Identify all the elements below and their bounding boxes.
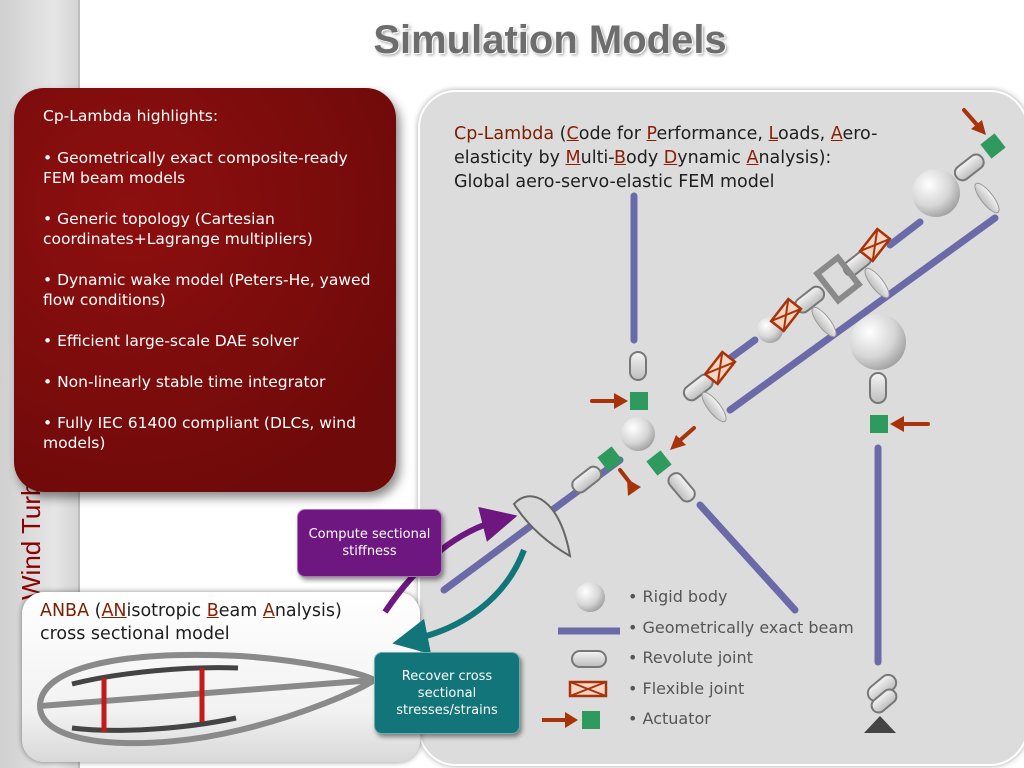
legend-label-revolute: • Revolute joint xyxy=(628,648,753,667)
highlight-bullet: • Geometrically exact composite-ready FE… xyxy=(43,149,348,187)
highlight-bullet: • Efficient large-scale DAE solver xyxy=(43,332,299,350)
blade-disc-1 xyxy=(701,391,727,423)
revolute-joint-lower xyxy=(667,472,696,503)
legend-icons xyxy=(542,582,620,729)
blade-disc-2 xyxy=(811,306,837,338)
revolute-joint-icon xyxy=(571,650,607,668)
diag-beam-down xyxy=(696,501,799,614)
legend-label-beam: • Geometrically exact beam xyxy=(628,618,854,637)
actuator-top xyxy=(980,133,1006,159)
highlight-bullet: • Dynamic wake model (Peters-He, yawed f… xyxy=(43,271,371,309)
legend-label-rigid-body: • Rigid body xyxy=(628,587,728,606)
nacelle-sphere xyxy=(850,314,906,370)
page-title: Simulation Models xyxy=(373,18,727,62)
actuator-shaft xyxy=(597,446,623,472)
recover-arrow xyxy=(392,548,527,655)
mechanism xyxy=(512,108,1006,733)
ground-support xyxy=(864,673,898,733)
blade-beam-lower xyxy=(726,214,999,414)
revolute-joint-blade-4 xyxy=(953,153,985,182)
revolute-joint-right xyxy=(869,372,887,404)
flexible-joint-icon xyxy=(769,297,803,333)
highlights-heading: Cp-Lambda highlights: xyxy=(43,107,219,125)
actuator-icon xyxy=(542,711,600,729)
revolute-joint-shaft xyxy=(571,465,603,494)
legend-label-actuator: • Actuator xyxy=(628,709,711,728)
highlight-bullet: • Non-linearly stable time integrator xyxy=(43,373,326,391)
blade-sphere-top xyxy=(912,169,960,217)
flexible-joint-icon xyxy=(858,227,892,263)
flexible-joint-icon xyxy=(568,680,608,698)
cp-lambda-title: Cp-Lambda (Code for Performance, Loads, … xyxy=(454,124,878,192)
highlights-box: Cp-Lambda highlights: • Geometrically ex… xyxy=(14,88,396,492)
revolute-joint-tower xyxy=(629,351,647,381)
actuator-tower xyxy=(630,392,648,410)
rotor-disc xyxy=(512,495,572,558)
pitch-bearing xyxy=(813,253,863,305)
highlight-bullet: • Fully IEC 61400 compliant (DLCs, wind … xyxy=(43,414,356,452)
airfoil-section xyxy=(36,651,385,747)
actuator-right xyxy=(870,415,888,433)
actuator-hub xyxy=(646,450,672,476)
compute-stiffness-callout: Compute sectional stiffness xyxy=(297,509,442,577)
ground-triangle-icon xyxy=(864,716,896,733)
flexible-joint-icon xyxy=(703,350,737,386)
blade-disc-3 xyxy=(864,267,890,299)
legend-label-flexible: • Flexible joint xyxy=(628,679,745,698)
highlight-bullet: • Generic topology (Cartesian coordinate… xyxy=(43,210,313,248)
hub-sphere xyxy=(621,417,655,451)
actuator-arrows xyxy=(590,108,986,496)
blade-beam-upper-2 xyxy=(886,218,924,249)
anba-title: ANBA (ANisotropic Beam Analysis) cross s… xyxy=(40,601,342,644)
blade-disc-4 xyxy=(974,182,1000,214)
recover-stresses-callout: Recover cross sectional stresses/strains xyxy=(374,652,520,734)
sphere-icon xyxy=(575,582,605,612)
